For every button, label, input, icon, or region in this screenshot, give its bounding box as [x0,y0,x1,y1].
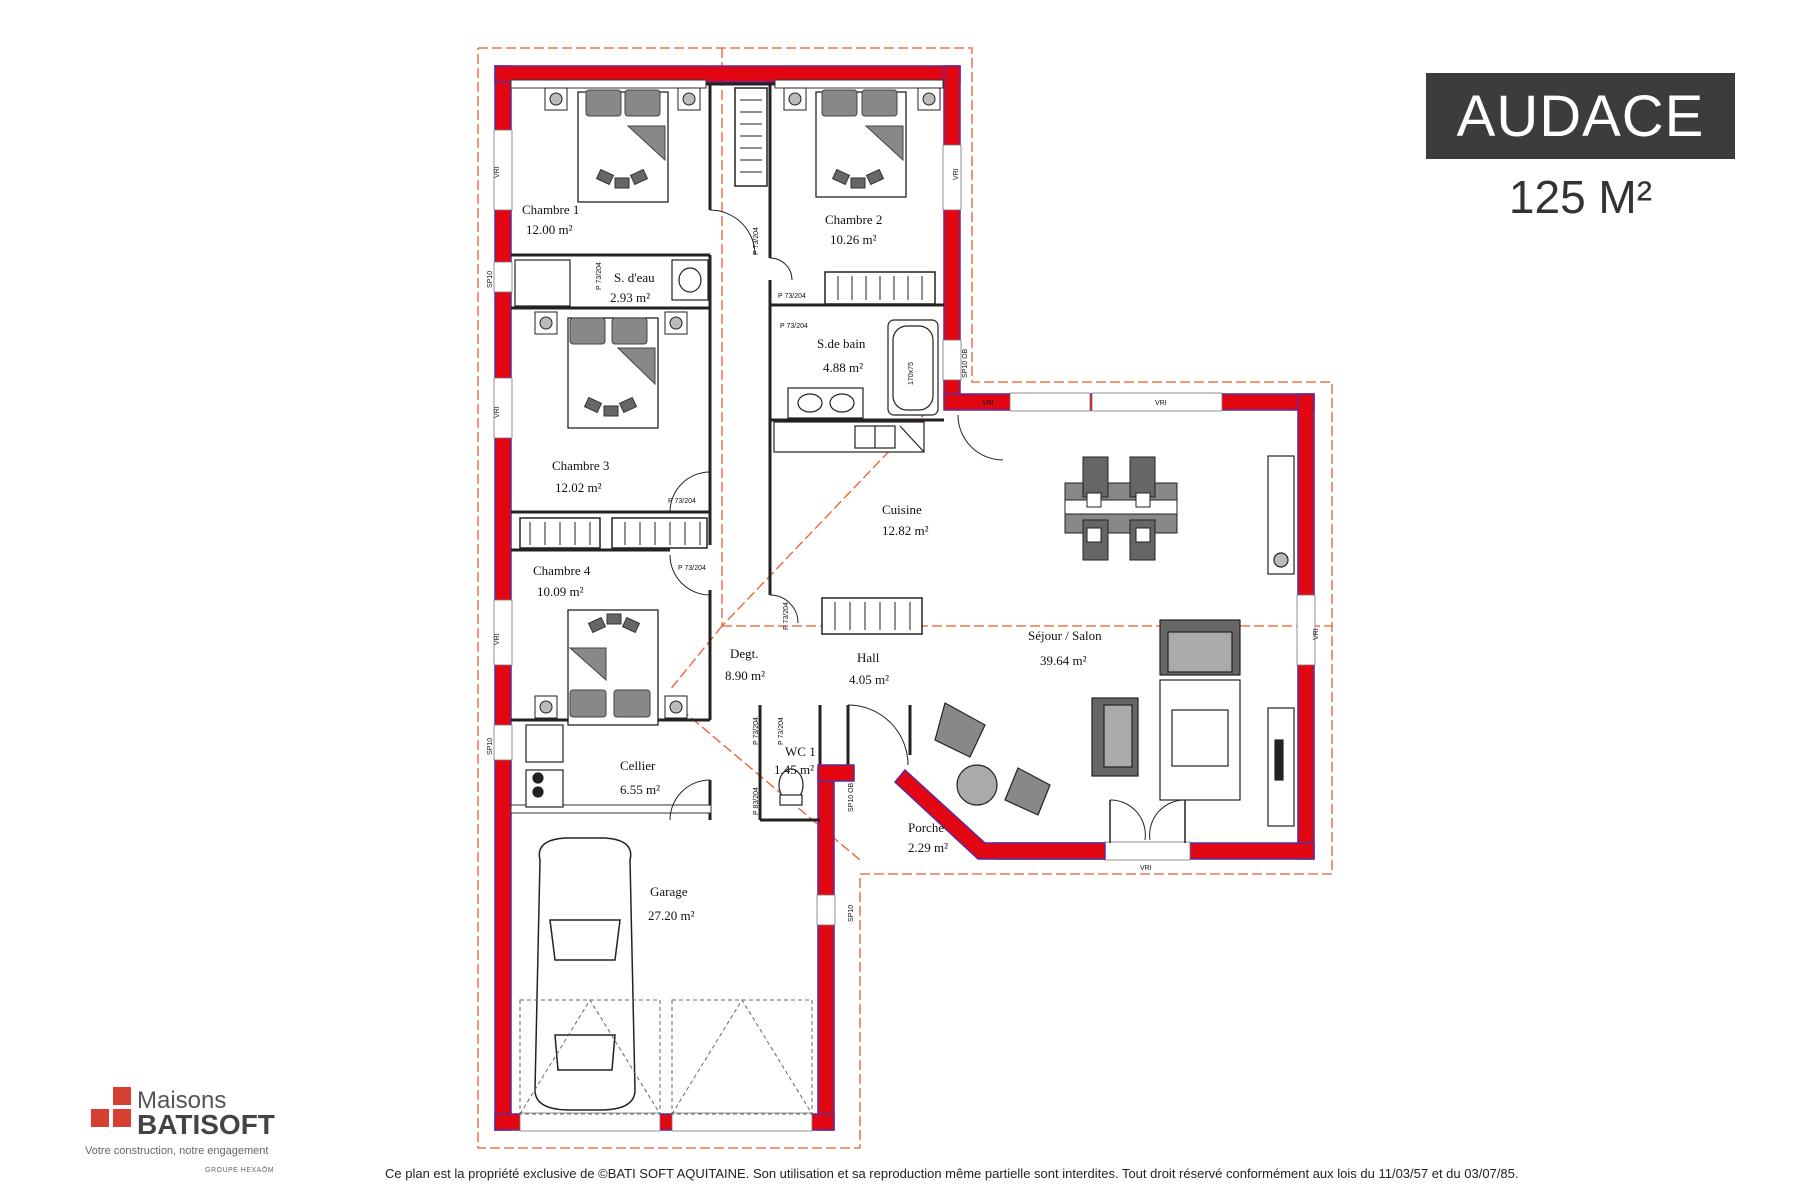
door-swings [669,209,1186,841]
wardrobe-hangers [529,99,923,630]
dining-set [1064,456,1178,561]
brand-tagline: Votre construction, notre engagement [85,1145,269,1157]
brand-line-1: Maisons [137,1087,227,1114]
car [534,837,636,1111]
bed-covers [568,125,904,682]
wc-fixtures [778,768,804,806]
label-sp10ob-2: SP10 OB [848,782,855,812]
logo-squares-icon [85,1087,135,1137]
garage-door [519,999,813,1115]
room-area-chambre-4: 10.09 m² [537,584,584,599]
model-name-box: AUDACE [1426,73,1735,159]
room-area-chambre-1: 12.00 m² [526,222,573,237]
window-openings [493,129,1316,1132]
technical-labels: VRI SP10 VRI VRI SP10 VRI SP10 OB VRI VR… [487,166,1320,922]
room-name-cellier: Cellier [620,758,656,773]
label-sp10ob-1: SP10 OB [962,348,969,378]
copyright-footer: Ce plan est la propriété exclusive de ©B… [385,1166,1519,1181]
cellier-appliances [525,724,564,808]
porch-area [1109,800,1186,843]
room-area-cuisine: 12.82 m² [882,523,929,538]
room-area-cellier: 6.55 m² [620,782,660,797]
room-area-degt: 8.90 m² [725,668,765,683]
label-p73-6: P 73/204 [678,565,706,572]
label-p73-9: P 73/204 [778,717,785,745]
label-p73-2: P 73/204 [596,262,603,290]
label-p73-3: P 73/204 [778,293,806,300]
porch-wall [893,768,1106,860]
room-name-hall: Hall [857,650,880,665]
label-vri-3: VRI [494,633,501,645]
label-sp10-3: SP10 [848,905,855,922]
room-name-degt: Degt. [730,646,759,661]
room-area-garage: 27.20 m² [648,908,695,923]
room-name-porche: Porche [908,820,944,835]
decor-cushions [583,168,885,634]
room-name-chambre-1: Chambre 1 [522,202,579,217]
label-vri-4: VRI [953,168,960,180]
label-p73-8: P 73/204 [753,717,760,745]
room-name-chambre-4: Chambre 4 [533,563,591,578]
label-vri-7: VRI [1313,628,1320,640]
label-vri-5: VRI [982,400,994,407]
living-furniture [934,455,1295,827]
hatched-walls [510,79,944,814]
label-vri-1: VRI [494,166,501,178]
label-vri-2: VRI [494,406,501,418]
label-p73-1: P 73/204 [753,227,760,255]
porch-wall-post [817,764,855,782]
label-sp10-2: SP10 [487,738,494,755]
room-name-garage: Garage [650,884,688,899]
nightstands [534,87,941,719]
room-name-cuisine: Cuisine [882,502,922,517]
label-p73-5: P 73/204 [668,498,696,505]
brand-group: GROUPE HEXAŌM [205,1167,275,1174]
room-name-sejour: Séjour / Salon [1028,628,1102,643]
room-name-s-deau: S. d'eau [614,270,655,285]
room-area-porche: 2.29 m² [908,840,948,855]
label-bath-size: 170x75 [908,362,915,385]
brand-line-2: BATISOFT [137,1109,275,1140]
brand-logo: Maisons BATISOFT Votre construction, not… [85,1087,300,1177]
room-name-chambre-2: Chambre 2 [825,212,882,227]
label-p73-4: P 73/204 [780,323,808,330]
room-area-chambre-3: 12.02 m² [555,480,602,495]
label-vri-8: VRI [1140,865,1152,872]
room-area-wc: 1.45 m² [774,762,814,777]
room-name-s-de-bain: S.de bain [817,336,866,351]
room-area-chambre-2: 10.26 m² [830,232,877,247]
label-p73-7: P 73/204 [783,602,790,630]
room-area-sejour: 39.64 m² [1040,653,1087,668]
label-p83: P 83/204 [753,787,760,815]
label-sp10-1: SP10 [487,271,494,288]
room-name-chambre-3: Chambre 3 [552,458,609,473]
kitchen-counter [773,421,925,453]
room-area-s-deau: 2.93 m² [610,290,650,305]
label-vri-6: VRI [1155,400,1167,407]
room-labels: Chambre 1 12.00 m² Chambre 2 10.26 m² S.… [522,202,1102,923]
model-area: 125 M² [1508,171,1653,223]
room-name-wc: WC 1 [785,744,816,759]
model-name: AUDACE [1456,83,1705,149]
room-area-s-de-bain: 4.88 m² [823,360,863,375]
bathroom-fixtures [514,259,939,419]
pillows [569,89,898,718]
room-area-hall: 4.05 m² [849,672,889,687]
